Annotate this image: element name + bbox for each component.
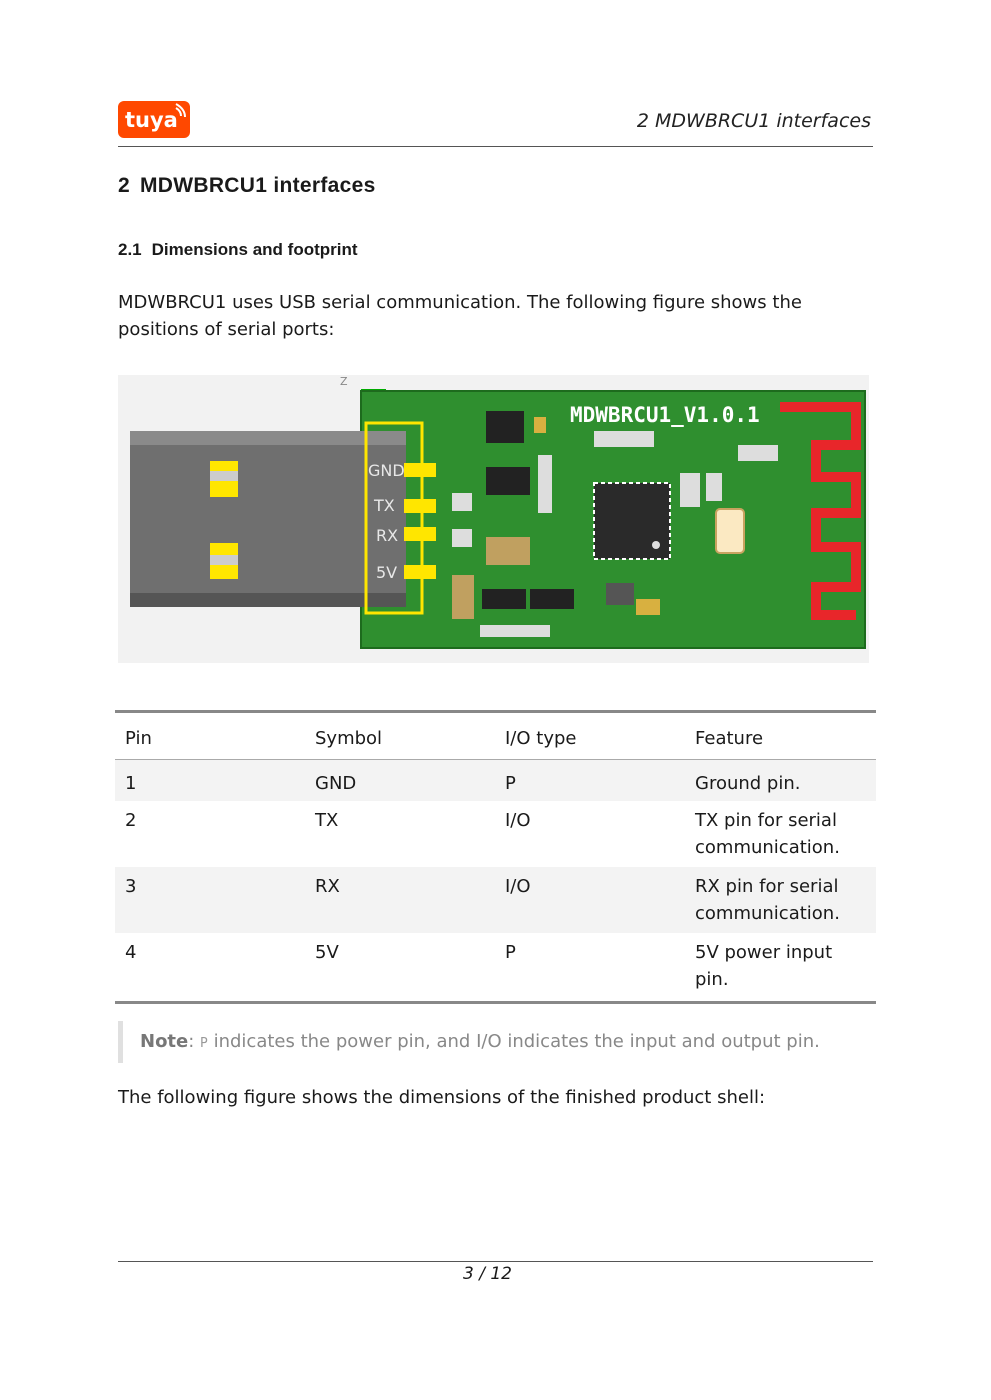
pin-label-tx: TX (373, 496, 395, 515)
cell-feature: Ground pin. (685, 759, 876, 801)
pin-label-5v: 5V (376, 563, 397, 582)
cell-pin: 4 (115, 933, 305, 1004)
svg-text:Z: Z (340, 375, 348, 388)
pcb-figure: Z GND TX RX 5V MDWBRCU1_V1.0.1 (118, 375, 869, 663)
page-number: 3 / 12 (463, 1264, 512, 1284)
cell-feature: 5V power input pin. (685, 933, 876, 1004)
cell-feature: RX pin for serial communication. (685, 867, 876, 933)
cell-pin: 3 (115, 867, 305, 933)
note-callout: Note: P indicates the power pin, and I/O… (118, 1021, 873, 1063)
col-header-feature: Feature (685, 710, 876, 760)
note-code: P (200, 1036, 208, 1051)
cell-pin: 1 (115, 759, 305, 801)
intro-paragraph: MDWBRCU1 uses USB serial communication. … (118, 292, 802, 340)
section-heading: 2 MDWBRCU1 interfaces (118, 174, 376, 198)
cell-io-type: P (495, 933, 685, 1004)
pin-table: Pin Symbol I/O type Feature 1 GND P Grou… (115, 710, 876, 1004)
crystal (715, 508, 745, 554)
table-row: 4 5V P 5V power input pin. (115, 933, 876, 1004)
cell-feature: TX pin for serial communication. (695, 810, 840, 858)
col-header-pin: Pin (115, 710, 305, 760)
cell-io-type: I/O (505, 810, 531, 831)
subsection-title: Dimensions and footprint (151, 240, 358, 259)
usb-plug (130, 431, 406, 607)
cell-pin: 2 (125, 810, 137, 831)
table-row: 1 GND P Ground pin. (115, 759, 876, 801)
table-row: 2 TX I/O TX pin for serial communication… (115, 801, 876, 867)
pin-label-gnd: GND (368, 461, 405, 480)
board-label: MDWBRCU1_V1.0.1 (570, 403, 760, 427)
cell-symbol: 5V (305, 933, 495, 1004)
note-text: indicates the power pin, and I/O indicat… (207, 1031, 820, 1052)
footer-divider (118, 1261, 873, 1262)
table-header-row: Pin Symbol I/O type Feature (115, 710, 876, 760)
antenna-trace (780, 402, 861, 620)
cell-symbol: GND (305, 759, 495, 801)
closing-paragraph: The following figure shows the dimension… (118, 1087, 766, 1108)
cell-io-type: P (495, 759, 685, 801)
subsection-number: 2.1 (118, 240, 142, 259)
header-title: 2 MDWBRCU1 interfaces (636, 110, 871, 132)
pin-label-rx: RX (376, 526, 398, 545)
logo-text: tuya (125, 108, 178, 132)
note-label: Note (140, 1031, 189, 1052)
section-number: 2 (118, 174, 130, 197)
subsection-heading: 2.1 Dimensions and footprint (118, 240, 358, 260)
cell-symbol: TX (315, 810, 339, 831)
cell-symbol: RX (305, 867, 495, 933)
cell-io-type: I/O (495, 867, 685, 933)
col-header-io-type: I/O type (495, 710, 685, 760)
tuya-logo: tuya (118, 101, 190, 138)
col-header-symbol: Symbol (305, 710, 495, 760)
header-divider (118, 146, 873, 147)
section-title: MDWBRCU1 interfaces (139, 174, 376, 197)
table-row: 3 RX I/O RX pin for serial communication… (115, 867, 876, 933)
